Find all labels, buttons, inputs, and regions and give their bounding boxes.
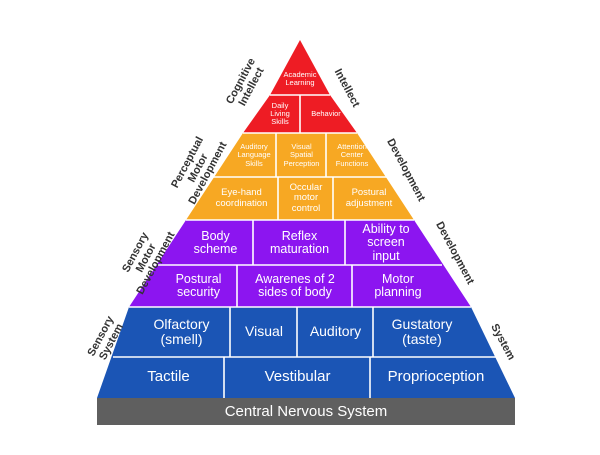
grid-lines <box>113 94 496 398</box>
cell-ability-to-screen-input: Ability to screen input <box>362 221 410 263</box>
tier-sensory-motor-band <box>129 220 471 307</box>
cell-reflex-maturation: Reflex maturation <box>269 228 330 256</box>
central-nervous-system-base: Central Nervous System <box>97 398 515 425</box>
cell-visual-spatial-perception: Visual Spatial Perception <box>283 142 320 168</box>
tier-sensory-system-band <box>97 307 515 398</box>
cell-attention-center-functions: Attention Center Functions <box>335 142 369 168</box>
cell-awarenes-of-2-sides-of-body: Awarenes of 2 sides of body <box>255 271 335 299</box>
cell-olfactory-smell: Olfactory (smell) <box>153 315 210 347</box>
cell-motor-planning: Motor planning <box>374 271 422 299</box>
cell-gustatory-taste: Gustatory (taste) <box>391 315 453 347</box>
cell-auditory-language-skills: Auditory Language Skills <box>237 142 271 168</box>
cell-academic-learning: Academic Learning <box>283 69 317 87</box>
cell-eye-hand-coordination: Eye-hand coordination <box>215 187 268 209</box>
cell-occular-motor-control: Occular motor control <box>289 182 323 214</box>
cell-behavior: Behavior <box>311 108 341 118</box>
tier-cognitive-band <box>270 40 330 95</box>
cell-body-scheme: Body scheme <box>193 228 238 256</box>
cell-visual: Visual <box>245 323 283 340</box>
cell-postural-adjustment: Postural adjustment <box>345 187 393 209</box>
cell-vestibular: Vestibular <box>264 368 331 386</box>
cell-auditory: Auditory <box>309 323 362 340</box>
cell-proprioception: Proprioception <box>387 368 485 386</box>
cell-daily-living-skills: Daily Living Skills <box>270 100 290 127</box>
cell-postural-security: Postural security <box>175 271 222 299</box>
cell-tactile: Tactile <box>147 368 190 386</box>
